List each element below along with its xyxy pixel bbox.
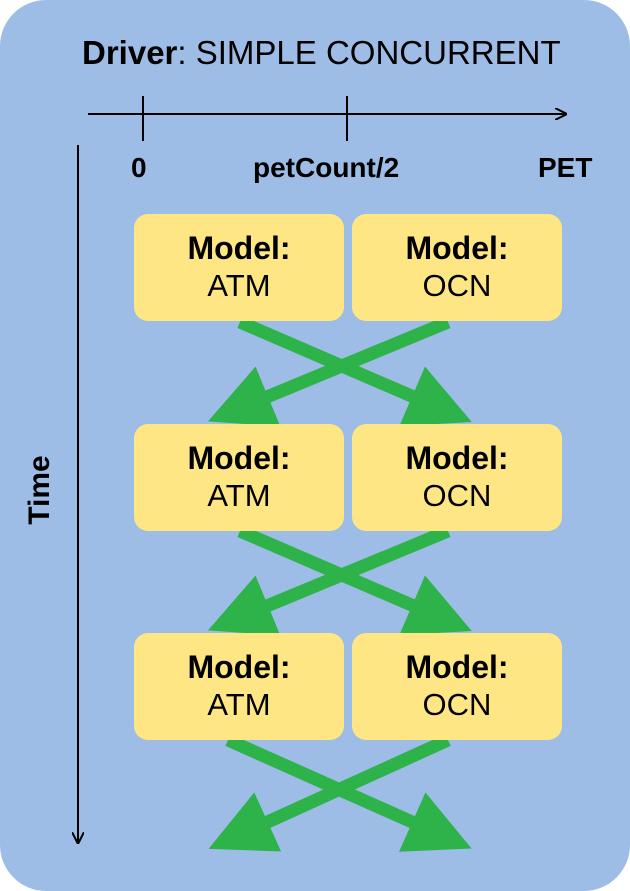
pet-tick-label-zero: 0 [131, 152, 147, 183]
model-box-ocn: Model: OCN [352, 424, 562, 531]
pet-tick-label-half: petCount/2 [253, 152, 400, 183]
model-box-title: Model: [187, 648, 291, 685]
exchange-arrows-1 [207, 315, 472, 427]
model-box-atm: Model: ATM [134, 214, 344, 321]
exchange-arrows-2 [207, 524, 472, 636]
model-box-name: ATM [207, 268, 271, 304]
model-box-title: Model: [405, 439, 509, 476]
model-box-atm: Model: ATM [134, 633, 344, 740]
model-box-title: Model: [405, 229, 509, 266]
model-box-name: OCN [422, 268, 492, 304]
exchange-arrow-ocn-to-atm [207, 315, 451, 427]
model-box-title: Model: [187, 229, 291, 266]
model-box-ocn: Model: OCN [352, 214, 562, 321]
model-box-title: Model: [405, 648, 509, 685]
exchange-arrow-ocn-to-atm [207, 524, 451, 636]
driver-label: Driver [82, 34, 178, 71]
model-box-name: ATM [207, 478, 271, 514]
driver-value: SIMPLE CONCURRENT [195, 34, 561, 71]
exchange-arrow-ocn-to-atm [208, 734, 451, 852]
model-box-name: OCN [422, 687, 492, 723]
driver-separator: : [177, 34, 196, 71]
model-box-name: OCN [422, 478, 492, 514]
exchange-arrows-3 [208, 734, 472, 852]
model-box-atm: Model: ATM [134, 424, 344, 531]
driver-title: Driver: SIMPLE CONCURRENT [82, 34, 561, 72]
exchange-arrow-atm-to-ocn [225, 734, 472, 852]
pet-axis-label: PET [538, 152, 593, 183]
model-box-name: ATM [207, 687, 271, 723]
time-axis-label: Time [23, 455, 56, 525]
model-box-title: Model: [187, 439, 291, 476]
model-box-ocn: Model: OCN [352, 633, 562, 740]
